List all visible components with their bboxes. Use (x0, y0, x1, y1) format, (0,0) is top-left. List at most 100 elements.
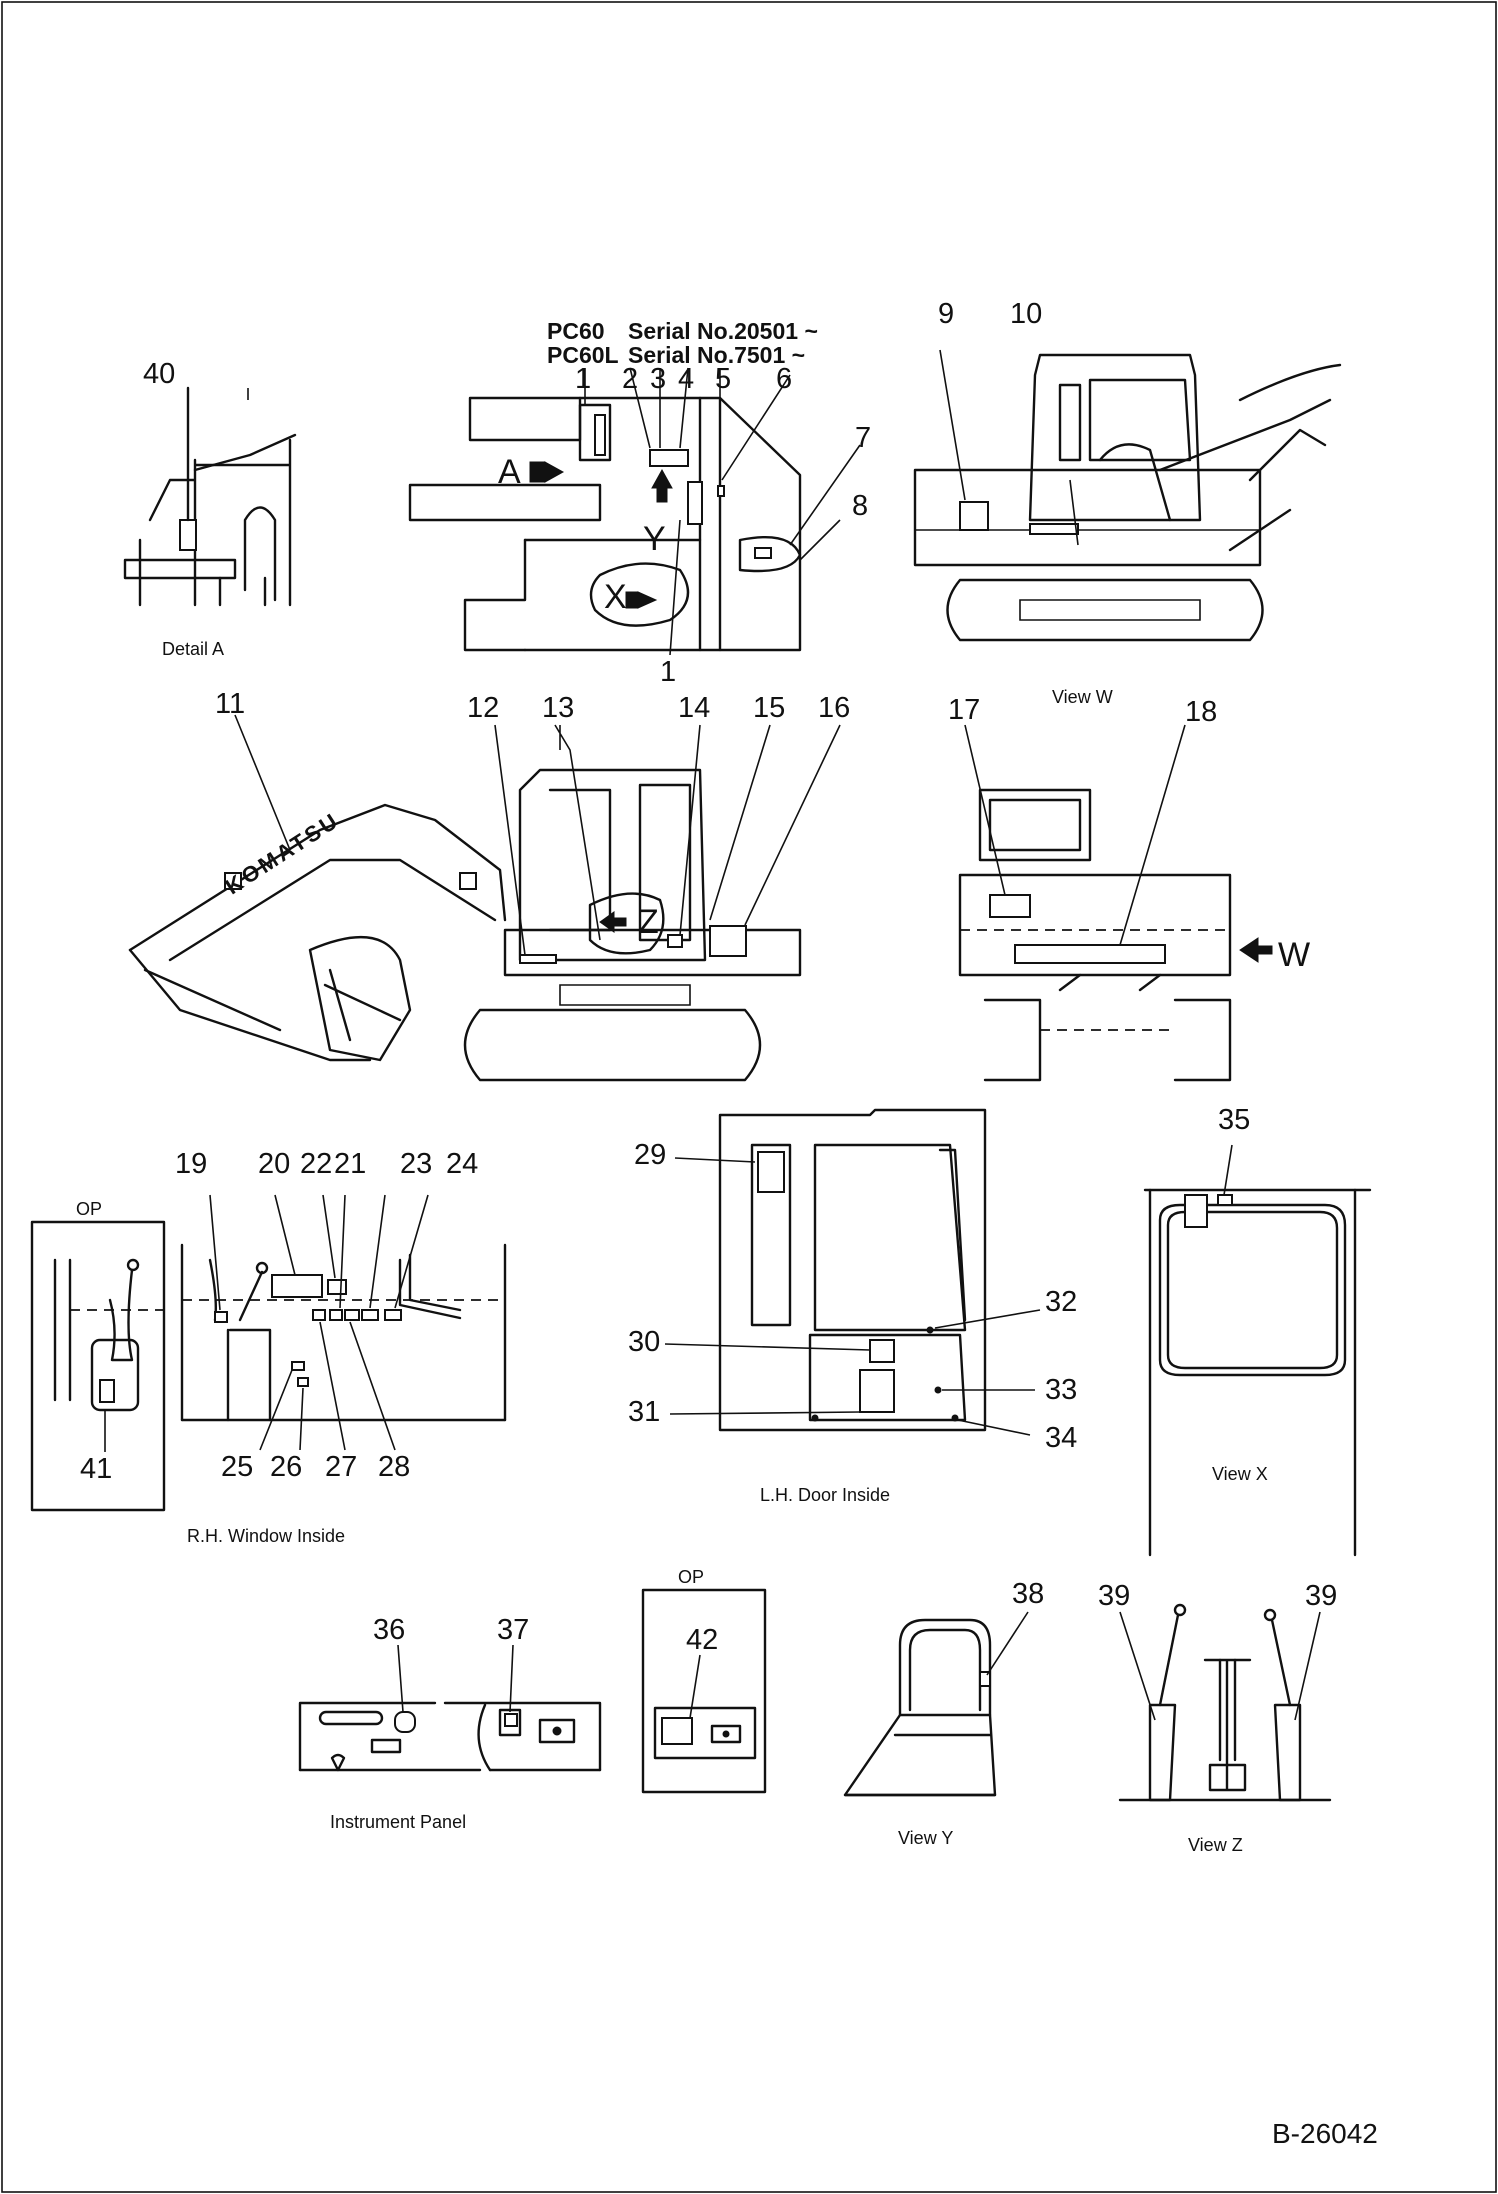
side-view-excavator-drawing (128, 714, 841, 1082)
decal-20 (271, 1274, 323, 1298)
decal-30 (869, 1339, 895, 1363)
view-x-panel (1184, 1194, 1208, 1228)
decal-6 (717, 485, 725, 497)
decal-1-top (594, 414, 606, 456)
callout-41: 41 (80, 1453, 113, 1485)
decal-9 (959, 501, 989, 531)
caption-rh-window: R.H. Window Inside (187, 1526, 346, 1546)
callout-13: 13 (542, 692, 575, 724)
decal-23 (361, 1309, 379, 1321)
decal-7 (754, 547, 772, 559)
callout-16: 16 (818, 692, 851, 724)
callout-11: 11 (215, 688, 246, 720)
decal-26 (297, 1377, 309, 1387)
decal-35 (1217, 1194, 1233, 1206)
drawing-number: B-26042 (1272, 2118, 1378, 2149)
decal-19 (214, 1311, 228, 1323)
caption-detail-a: Detail A (162, 639, 225, 659)
callout-4: 4 (678, 363, 695, 395)
view-w-excavator-drawing (913, 349, 1342, 642)
decal-24 (384, 1309, 402, 1321)
decal-12 (519, 954, 557, 964)
decal-25 (291, 1361, 305, 1371)
decal-27 (312, 1309, 326, 1321)
op-box-left-drawing (30, 1220, 166, 1512)
rh-window-inside-drawing (180, 1194, 507, 1451)
callout-7: 7 (855, 422, 872, 454)
caption-view-w: View W (1052, 687, 1113, 707)
view-y-drawing (843, 1611, 1029, 1797)
callout-9: 9 (938, 298, 955, 330)
callout-29: 29 (634, 1139, 667, 1171)
caption-instrument-panel: Instrument Panel (330, 1812, 467, 1832)
callout-26: 26 (270, 1451, 303, 1483)
decal-41 (99, 1379, 115, 1403)
callout-40: 40 (143, 358, 176, 390)
callout-35: 35 (1218, 1104, 1251, 1136)
callout-28: 28 (378, 1451, 411, 1483)
callout-30: 30 (628, 1326, 661, 1358)
callout-14: 14 (678, 692, 711, 724)
callout-19: 19 (175, 1148, 208, 1180)
decal-40 (179, 519, 197, 551)
decal-38 (979, 1671, 991, 1687)
decal-21 (329, 1309, 343, 1321)
lh-door-inside-drawing (664, 1108, 1041, 1436)
caption-view-y: View Y (898, 1828, 954, 1848)
header-model-1: PC60 (547, 318, 605, 344)
decal-37 (504, 1713, 518, 1727)
callout-32: 32 (1045, 1286, 1078, 1318)
decal-10 (1029, 523, 1079, 535)
callout-8: 8 (852, 490, 869, 522)
callout-34: 34 (1045, 1422, 1078, 1454)
view-arrow-z: Z (638, 903, 659, 941)
callout-18: 18 (1185, 696, 1218, 728)
view-z-drawing (1118, 1603, 1332, 1802)
caption-view-x: View X (1212, 1464, 1268, 1484)
callout-22: 22 (300, 1148, 333, 1180)
instrument-panel-drawing (298, 1644, 602, 1772)
caption-lh-door: L.H. Door Inside (760, 1485, 891, 1505)
callout-1b: 1 (660, 656, 677, 688)
callout-17: 17 (948, 694, 981, 726)
callout-21: 21 (334, 1148, 367, 1180)
callout-36: 36 (373, 1614, 406, 1646)
callout-42: 42 (686, 1624, 719, 1656)
decal-28 (344, 1309, 360, 1321)
rear-view-drawing (958, 724, 1273, 1082)
callout-3: 3 (650, 363, 667, 395)
header-serial-1: Serial No.20501 ~ (628, 318, 818, 344)
callout-12: 12 (467, 692, 500, 724)
caption-op-left: OP (76, 1199, 103, 1219)
top-view-drawing (408, 367, 861, 656)
callout-27: 27 (325, 1451, 358, 1483)
callout-33: 33 (1045, 1374, 1078, 1406)
callout-39-right: 39 (1305, 1580, 1338, 1612)
decal-16 (709, 925, 747, 957)
callout-38: 38 (1012, 1578, 1045, 1610)
callout-15: 15 (753, 692, 786, 724)
view-x-drawing (1143, 1144, 1372, 1557)
callout-25: 25 (221, 1451, 254, 1483)
callout-10: 10 (1010, 298, 1043, 330)
detail-a-drawing (123, 386, 297, 607)
decal-18 (1014, 944, 1166, 964)
view-arrow-y: Y (643, 520, 666, 558)
header-model-2: PC60L (547, 342, 619, 368)
decal-14 (667, 934, 683, 948)
callout-39-left: 39 (1098, 1580, 1131, 1612)
decal-1-lower (687, 481, 703, 525)
callout-2: 2 (622, 363, 639, 395)
decal-3-top (649, 449, 689, 467)
view-arrow-a: A (498, 453, 521, 491)
boom-pin-decal (224, 872, 242, 890)
callout-23: 23 (400, 1148, 433, 1180)
view-arrow-w: W (1278, 936, 1311, 974)
cylinder-pin (459, 872, 477, 890)
callout-24: 24 (446, 1148, 479, 1180)
op-box-middle-drawing (641, 1588, 767, 1794)
callout-20: 20 (258, 1148, 291, 1180)
decal-42 (661, 1717, 693, 1745)
